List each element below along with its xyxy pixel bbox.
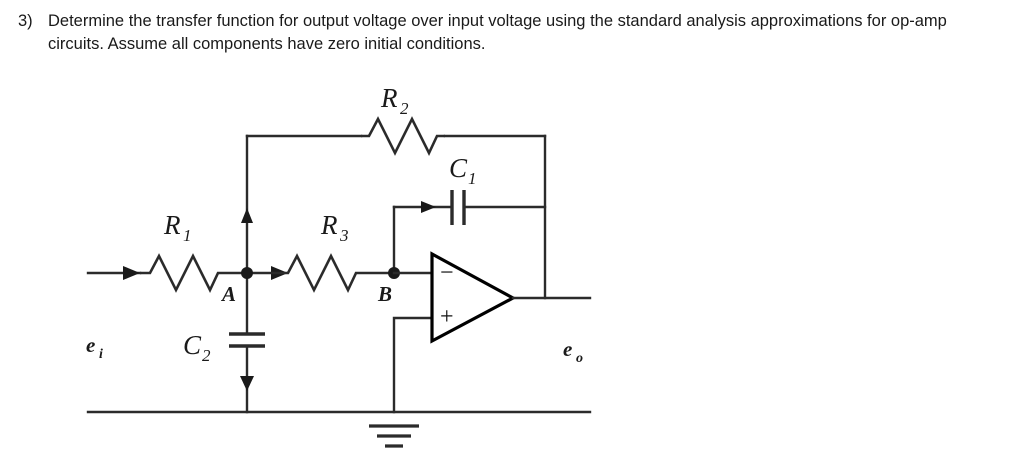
node-a-label: A bbox=[220, 282, 236, 306]
r1-label-sub: 1 bbox=[183, 226, 192, 245]
r2-feedback-branch bbox=[241, 116, 547, 275]
op-amp-minus-sign: − bbox=[440, 260, 454, 286]
node-a-dot bbox=[241, 267, 253, 279]
r3-label-sub: 3 bbox=[339, 226, 349, 245]
r3-label-main: R bbox=[320, 210, 338, 240]
r1-label-main: R bbox=[163, 210, 181, 240]
r2-resistor-symbol bbox=[361, 116, 445, 156]
output-signal-label: e o bbox=[563, 337, 583, 366]
c2-shunt-branch bbox=[229, 271, 265, 414]
op-amp: − + bbox=[392, 251, 592, 414]
current-arrow-c2-down bbox=[240, 376, 254, 391]
problem-statement: 3) Determine the transfer function for o… bbox=[18, 10, 978, 57]
input-current-arrow bbox=[123, 266, 140, 280]
eo-label-main: e bbox=[563, 337, 572, 361]
r2-label: R 2 bbox=[380, 83, 409, 118]
current-arrow-c1 bbox=[421, 201, 436, 213]
c1-label-main: C bbox=[449, 153, 468, 183]
ei-label-main: e bbox=[86, 333, 95, 357]
current-arrow-a-up bbox=[241, 208, 253, 223]
c2-label-sub: 2 bbox=[202, 346, 211, 365]
ground-symbol bbox=[369, 424, 419, 448]
c1-label: C 1 bbox=[449, 153, 477, 188]
eo-label-sub: o bbox=[576, 351, 583, 366]
input-signal-label: e i bbox=[86, 333, 103, 362]
r2-label-main: R bbox=[380, 83, 398, 113]
wire-noninverting-input bbox=[392, 316, 434, 414]
node-b-label: B bbox=[377, 282, 392, 306]
r1-label: R 1 bbox=[163, 210, 192, 245]
op-amp-plus-sign: + bbox=[440, 304, 454, 330]
c1-feedback-branch bbox=[392, 190, 547, 276]
r1-resistor-symbol bbox=[140, 253, 247, 293]
input-branch bbox=[86, 253, 394, 293]
problem-text: Determine the transfer function for outp… bbox=[48, 12, 947, 54]
circuit-diagram: R 2 C 1 bbox=[86, 83, 592, 448]
problem-number: 3) bbox=[18, 12, 33, 30]
r3-label: R 3 bbox=[320, 210, 349, 245]
c2-label-main: C bbox=[183, 330, 202, 360]
c2-label: C 2 bbox=[183, 330, 211, 365]
r3-resistor-symbol bbox=[247, 253, 394, 293]
op-amp-triangle bbox=[430, 251, 517, 344]
r2-label-sub: 2 bbox=[400, 99, 409, 118]
ei-label-sub: i bbox=[99, 347, 103, 362]
c1-label-sub: 1 bbox=[468, 169, 477, 188]
